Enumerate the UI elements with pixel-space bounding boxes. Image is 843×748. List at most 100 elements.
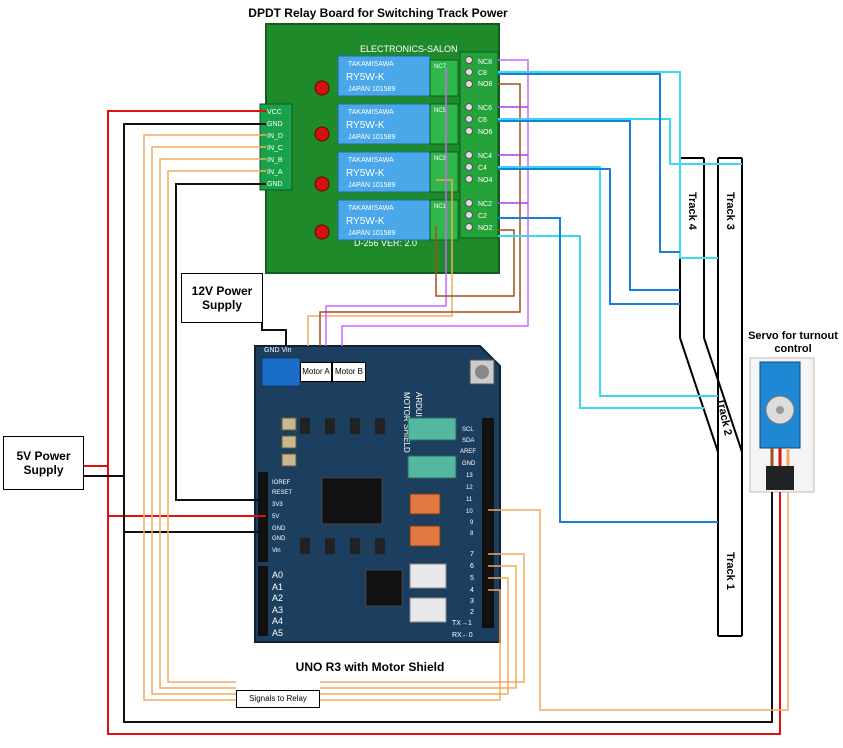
relay-output-pins: NC8 C8 NO8 NC6 C6 NO6 NC4 C4 NO4 NC2 C2 … (478, 59, 493, 232)
svg-text:11: 11 (466, 497, 473, 503)
arduino-title: UNO R3 with Motor Shield (295, 660, 445, 674)
svg-text:GND: GND (267, 121, 283, 128)
svg-text:A1: A1 (272, 582, 283, 592)
svg-text:IOREF: IOREF (272, 480, 291, 486)
relay-4: TAKAMISAWA RY5W-K JAPAN 101589 (337, 199, 431, 241)
motor-b-label: Motor B (332, 362, 366, 382)
svg-text:2: 2 (470, 609, 474, 616)
svg-text:VCC: VCC (267, 109, 282, 116)
track-3-label: Track 3 (724, 192, 736, 230)
relay-board: ELECTRONICS-SALON D-256 VER: 2.0 TAKAMIS… (259, 23, 500, 274)
shield-digital-bottom: 7 6 5 4 3 2 TX→1 RX←0 (452, 551, 474, 639)
wire-motor-purple (325, 59, 529, 346)
svg-text:4: 4 (470, 587, 474, 594)
svg-text:A0: A0 (272, 570, 283, 580)
svg-text:3V3: 3V3 (272, 502, 283, 508)
shield-brand: ARDUINO (414, 392, 423, 429)
shield-gnd-vin: GND Vin (264, 347, 292, 354)
svg-text:TAKAMISAWA: TAKAMISAWA (348, 205, 394, 212)
svg-text:TAKAMISAWA: TAKAMISAWA (348, 157, 394, 164)
svg-text:IN_D: IN_D (267, 133, 283, 140)
motor-a-label: Motor A (300, 362, 332, 382)
svg-text:9: 9 (470, 520, 474, 526)
track-4-label: Track 4 (686, 192, 698, 230)
svg-text:NC2: NC2 (478, 201, 492, 208)
svg-text:JAPAN 101589: JAPAN 101589 (348, 134, 395, 141)
shield-power-header: IOREF RESET 3V3 5V GND GND Vin (272, 480, 292, 554)
svg-text:RESET: RESET (272, 490, 292, 496)
svg-text:10: 10 (466, 509, 473, 515)
svg-text:5V: 5V (272, 514, 279, 520)
svg-text:12: 12 (466, 485, 473, 491)
wire-track-blue (498, 73, 718, 523)
svg-text:C2: C2 (478, 213, 487, 220)
svg-text:SDA: SDA (462, 438, 474, 444)
signals-to-relay-label: Signals to Relay (236, 690, 320, 708)
svg-text:6: 6 (470, 563, 474, 570)
svg-text:8: 8 (470, 531, 474, 537)
relay-board-title: DPDT Relay Board for Switching Track Pow… (248, 6, 508, 20)
relay-input-pins: VCC GND IN_D IN_C IN_B IN_A GND (267, 109, 283, 188)
svg-text:NC7: NC7 (434, 64, 447, 70)
svg-text:GND: GND (272, 526, 286, 532)
svg-text:RY5W-K: RY5W-K (346, 216, 385, 227)
shield-analog-header: A0 A1 A2 A3 A4 A5 (272, 570, 283, 638)
svg-text:C6: C6 (478, 117, 487, 124)
svg-text:NC1: NC1 (434, 204, 447, 210)
svg-text:7: 7 (470, 551, 474, 558)
servo (749, 357, 815, 493)
svg-text:RY5W-K: RY5W-K (346, 120, 385, 131)
svg-text:A3: A3 (272, 605, 283, 615)
svg-text:AREF: AREF (460, 449, 476, 455)
servo-label: Servo for turnout control (748, 330, 838, 355)
svg-text:GND: GND (462, 461, 476, 467)
relay-brand: ELECTRONICS-SALON (360, 44, 458, 54)
svg-text:TX→1: TX→1 (452, 620, 472, 627)
wire-motor-brown (319, 83, 521, 346)
shield-digital-top: SCL SDA AREF GND 13 12 11 10 9 8 (460, 427, 476, 537)
track-1-label: Track 1 (724, 552, 736, 590)
svg-text:RY5W-K: RY5W-K (346, 72, 385, 83)
svg-text:JAPAN 101589: JAPAN 101589 (348, 230, 395, 237)
svg-text:5: 5 (470, 575, 474, 582)
svg-text:NC3: NC3 (434, 156, 447, 162)
svg-text:IN_C: IN_C (267, 145, 283, 152)
shield-name: MOTOR SHIELD (402, 392, 411, 453)
wire-signals-orange (143, 134, 789, 711)
svg-text:NO2: NO2 (478, 225, 493, 232)
svg-text:GND: GND (272, 536, 286, 542)
relay-1: TAKAMISAWA RY5W-K JAPAN 101589 (337, 55, 431, 97)
svg-text:SCL: SCL (462, 427, 474, 433)
relay-nc-labels: NC7 NC5 NC3 NC1 (434, 64, 447, 210)
svg-text:A5: A5 (272, 628, 283, 638)
svg-text:NO4: NO4 (478, 177, 493, 184)
svg-text:NO6: NO6 (478, 129, 493, 136)
svg-text:RX←0: RX←0 (452, 632, 473, 639)
svg-text:TAKAMISAWA: TAKAMISAWA (348, 61, 394, 68)
supply-12v-box: 12V Power Supply (181, 273, 263, 323)
svg-text:JAPAN 101589: JAPAN 101589 (348, 182, 395, 189)
wire-common-purple (498, 106, 528, 204)
svg-text:C8: C8 (478, 70, 487, 77)
svg-text:NO8: NO8 (478, 81, 493, 88)
relay-model: D-256 VER: 2.0 (354, 238, 417, 248)
relay-2: TAKAMISAWA RY5W-K JAPAN 101589 (337, 103, 431, 145)
svg-text:A4: A4 (272, 616, 283, 626)
svg-text:C4: C4 (478, 165, 487, 172)
svg-text:TAKAMISAWA: TAKAMISAWA (348, 109, 394, 116)
svg-text:NC6: NC6 (478, 105, 492, 112)
svg-text:NC4: NC4 (478, 153, 492, 160)
svg-text:A2: A2 (272, 593, 283, 603)
svg-text:Vin: Vin (272, 548, 281, 554)
motor-shield: GND Vin ARDUINO MOTOR SHIELD SCL SDA ARE… (254, 345, 501, 643)
svg-text:NC8: NC8 (478, 59, 492, 66)
svg-text:JAPAN 101589: JAPAN 101589 (348, 86, 395, 93)
supply-5v-box: 5V Power Supply (3, 436, 84, 490)
relay-3: TAKAMISAWA RY5W-K JAPAN 101589 (337, 151, 431, 193)
status-leds (314, 80, 330, 240)
svg-text:GND: GND (267, 181, 283, 188)
svg-text:NC5: NC5 (434, 108, 447, 114)
svg-text:3: 3 (470, 598, 474, 605)
wire-track-cyan (498, 71, 742, 409)
